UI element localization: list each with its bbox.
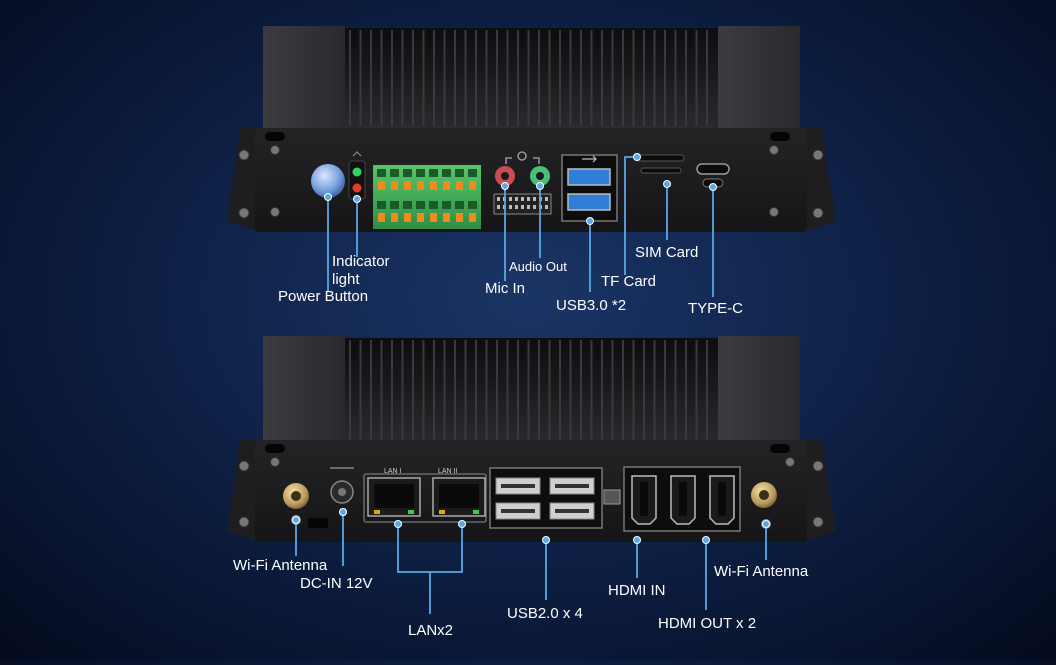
lan-ports xyxy=(363,473,487,523)
dc-in-label: DC-IN 12V xyxy=(300,575,373,592)
power-button xyxy=(311,164,345,198)
sim-card-label: SIM Card xyxy=(635,244,699,261)
bottom-side-block-left xyxy=(263,336,345,442)
tf-card-label: TF Card xyxy=(601,273,657,290)
bottom-device xyxy=(227,336,836,542)
lan-label: LANx2 xyxy=(408,622,454,639)
wifi-antenna-left-label: Wi-Fi Antenna xyxy=(233,557,328,574)
top-heatsink xyxy=(345,28,718,128)
audio-out-label: Audio Out xyxy=(509,259,567,274)
bottom-side-block-right xyxy=(718,336,800,442)
mic-in-label: Mic In xyxy=(485,280,526,297)
terminal-block xyxy=(373,165,481,229)
type-c-label: TYPE-C xyxy=(688,300,744,317)
hdmi-in-label: HDMI IN xyxy=(608,582,666,599)
top-side-block-right xyxy=(718,26,800,128)
hdmi-out-label: HDMI OUT x 2 xyxy=(658,615,757,632)
top-side-block-left xyxy=(263,26,345,128)
usb20-label: USB2.0 x 4 xyxy=(507,605,583,622)
wifi-antenna-right-label: Wi-Fi Antenna xyxy=(714,563,809,580)
power-button-label: Power Button xyxy=(278,288,369,305)
hdmi-ports xyxy=(623,466,741,532)
bottom-heatsink xyxy=(345,338,718,442)
top-flange-left xyxy=(227,128,262,232)
audio-jacks xyxy=(493,151,552,215)
tf-card-slot xyxy=(636,154,685,162)
usb30-label: USB3.0 *2 xyxy=(556,297,627,314)
lan1-silkscreen: LAN I xyxy=(384,468,402,475)
indicator-light-label-line1: Indicator xyxy=(332,253,390,270)
lan2-silkscreen: LAN II xyxy=(438,468,458,475)
indicator-light-label-line2: light xyxy=(332,271,360,288)
top-flange-right xyxy=(800,128,836,232)
type-c-port xyxy=(696,163,730,175)
indicator-light xyxy=(348,160,366,200)
sim-card-slot xyxy=(640,167,682,174)
top-device xyxy=(227,26,836,232)
usb30-ports xyxy=(561,154,618,222)
usb20-ports xyxy=(489,467,603,529)
